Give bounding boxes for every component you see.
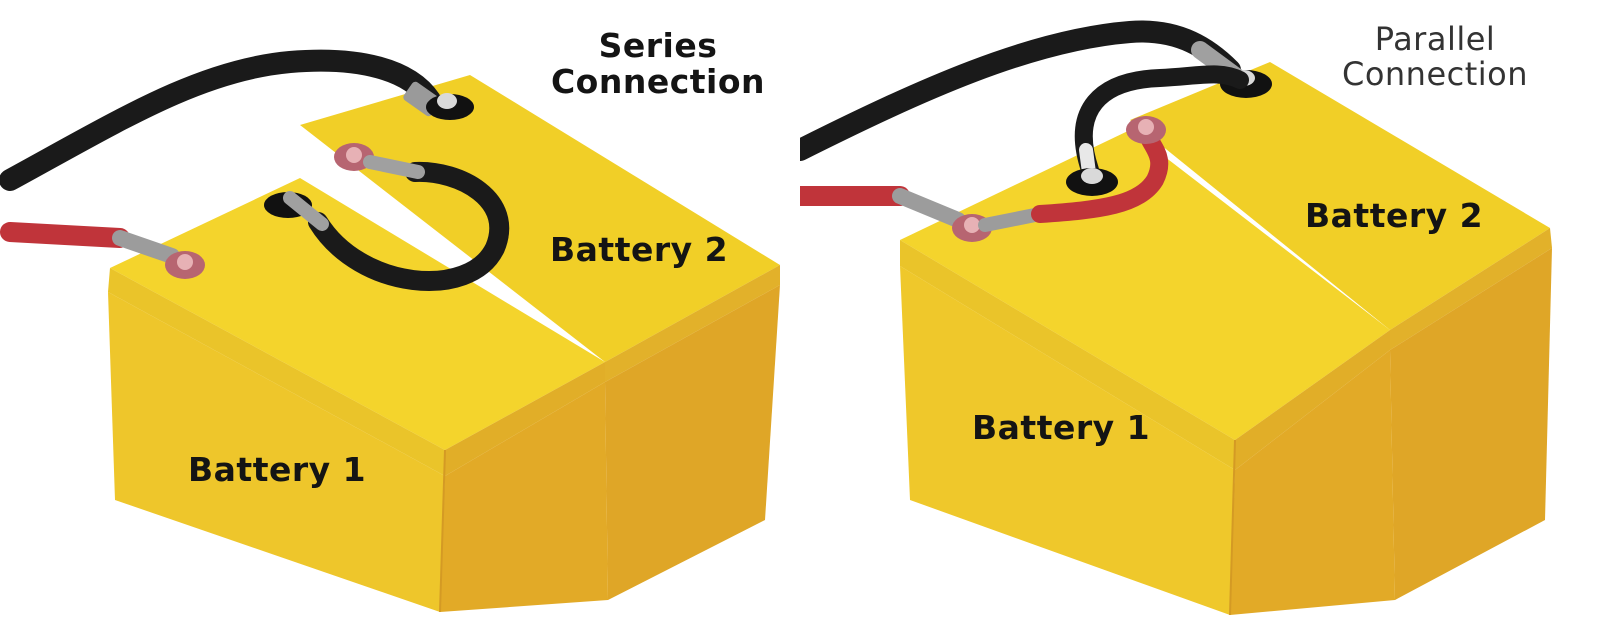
series-battery-1 [108, 178, 608, 613]
battery-2-top [1130, 62, 1550, 330]
battery-2-top [300, 75, 780, 362]
battery-1-top [900, 130, 1390, 440]
parallel-battery-1 [900, 130, 1395, 616]
parallel-connection-panel: Parallel Connection Battery 2 Battery 1 [800, 0, 1600, 640]
series-title: Series Connection [548, 28, 768, 99]
parallel-title-line2: Connection [1341, 54, 1529, 93]
battery-1-lid-side [1235, 330, 1390, 470]
battery-1-lid-front [900, 240, 1235, 470]
series-battery-2-label: Battery 2 [550, 230, 729, 269]
parallel-battery-2-label: Battery 2 [1305, 196, 1484, 235]
battery-1-top [110, 178, 605, 450]
series-diagram [0, 49, 780, 613]
series-jumper-cable [308, 161, 510, 291]
battery-2-lid-side [605, 265, 780, 382]
series-title-line1: Series [598, 26, 718, 65]
battery-1-front [108, 292, 445, 612]
parallel-black-jumper [1074, 65, 1249, 179]
battery-1-side [1230, 350, 1395, 615]
parallel-battery-1-label: Battery 1 [972, 408, 1151, 447]
parallel-title: Parallel Connection [1320, 22, 1550, 91]
series-battery-2 [300, 75, 780, 600]
battery-2-side [1390, 248, 1552, 600]
battery-2-lid-side [1390, 228, 1552, 350]
black-main-cable [0, 49, 441, 191]
parallel-battery-2 [1130, 62, 1552, 600]
parallel-red-jumper [1031, 131, 1169, 223]
battery-1-side [440, 382, 608, 612]
battery-2-side [605, 285, 780, 600]
parallel-title-line1: Parallel [1374, 20, 1496, 58]
red-main-cable [0, 222, 130, 248]
series-connection-panel: Series Connection Battery 2 Battery 1 [0, 28, 780, 613]
series-battery-1-label: Battery 1 [188, 450, 367, 489]
battery-1-lid-side [445, 362, 605, 476]
series-title-line2: Connection [550, 61, 766, 101]
battery-1-lid-front [108, 268, 445, 476]
parallel-diagram [800, 20, 1552, 616]
battery-1-front [900, 266, 1235, 615]
